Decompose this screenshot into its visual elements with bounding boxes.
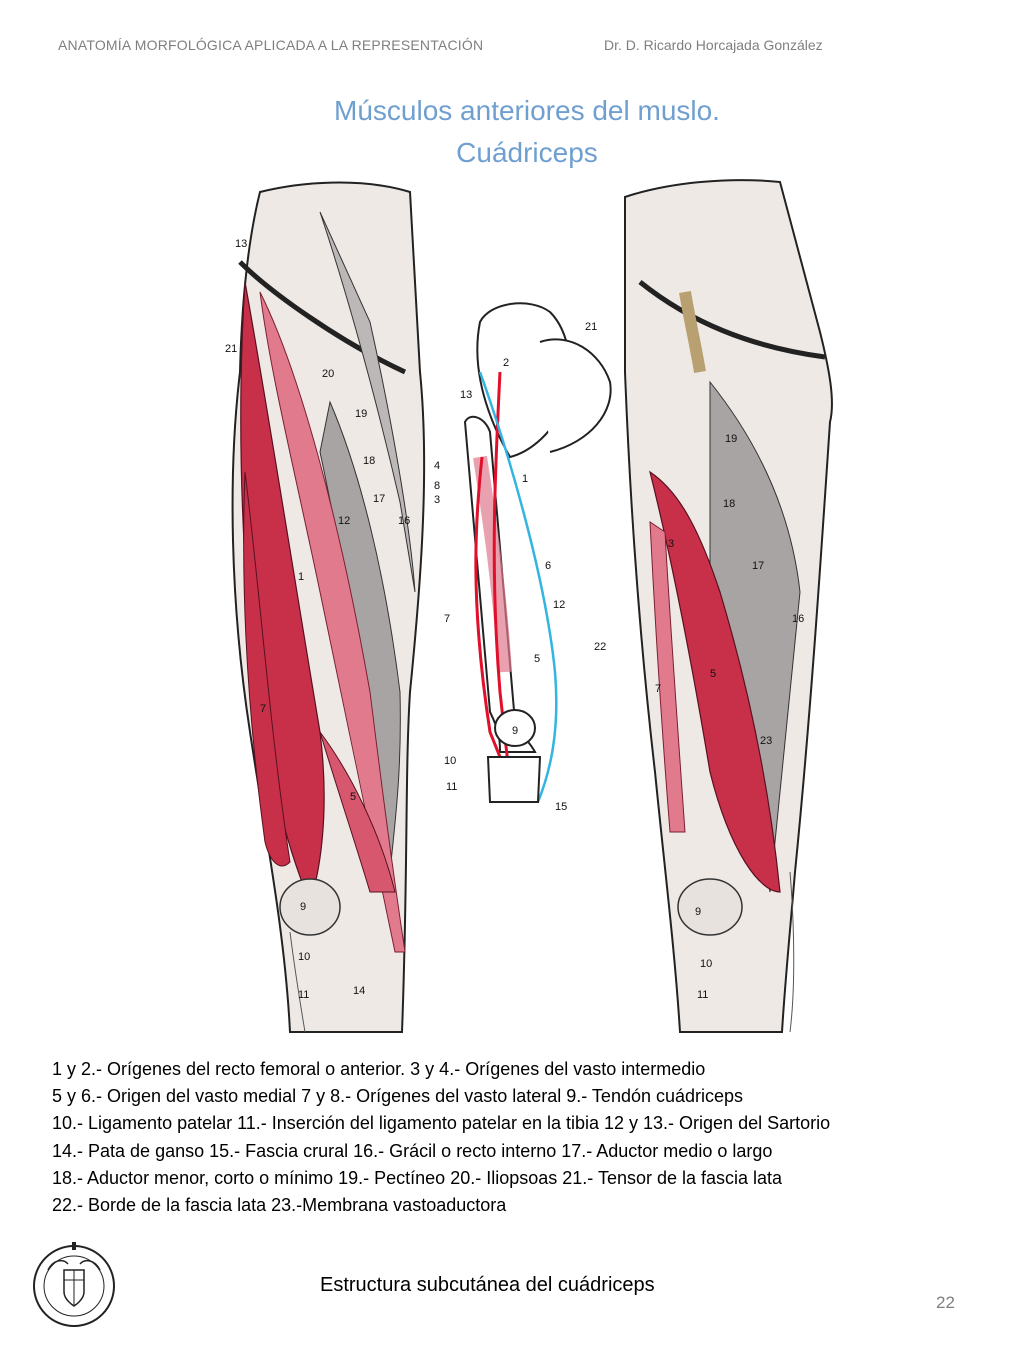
slide-caption: Estructura subcutánea del cuádriceps xyxy=(320,1274,655,1296)
label-left-14: 14 xyxy=(353,985,365,997)
femur-origin-diagram xyxy=(463,302,612,803)
label-right-11: 11 xyxy=(697,989,708,1001)
label-left-9: 7 xyxy=(260,703,266,715)
page-title: Músculos anteriores del muslo. Cuádricep… xyxy=(0,90,1024,174)
label-right-4: 16 xyxy=(792,613,804,625)
label-left-2: 20 xyxy=(322,368,334,380)
label-left-10: 5 xyxy=(350,791,356,803)
legend-line: 22.- Borde de la fascia lata 23.-Membran… xyxy=(52,1195,507,1216)
label-left-6: 12 xyxy=(338,515,350,527)
legend-line: 14.- Pata de ganso 15.- Fascia crural 16… xyxy=(52,1140,773,1161)
label-center-1: 2 xyxy=(503,357,509,369)
title-line-1: Músculos anteriores del muslo. xyxy=(334,95,720,126)
label-center-0: 21 xyxy=(585,321,597,333)
header-author: Dr. D. Ricardo Horcajada González xyxy=(604,37,823,53)
label-center-14: 15 xyxy=(555,801,567,813)
label-center-13: 11 xyxy=(446,781,457,793)
legend-line: 1 y 2.- Orígenes del recto femoral o ant… xyxy=(52,1059,706,1079)
label-left-7: 16 xyxy=(398,515,410,527)
label-center-9: 7 xyxy=(444,613,450,625)
label-right-0: 19 xyxy=(725,433,737,445)
right-thigh-illustration xyxy=(624,179,833,1033)
label-center-6: 3 xyxy=(434,494,440,506)
label-left-0: 13 xyxy=(235,238,247,250)
label-left-11: 9 xyxy=(300,901,306,913)
university-seal-icon xyxy=(33,1242,115,1327)
label-center-12: 10 xyxy=(444,755,456,767)
label-center-7: 6 xyxy=(545,560,551,572)
page-number: 22 xyxy=(936,1293,955,1312)
label-center-5: 8 xyxy=(434,480,440,492)
legend-line: 18.- Aductor menor, corto o mínimo 19.- … xyxy=(52,1167,783,1188)
label-right-5: 22 xyxy=(594,641,606,653)
label-right-10: 10 xyxy=(700,958,712,970)
label-left-1: 21 xyxy=(225,343,237,355)
label-right-6: 7 xyxy=(655,683,661,695)
left-thigh-illustration xyxy=(231,181,426,1033)
label-center-10: 5 xyxy=(534,653,540,665)
header-course: ANATOMÍA MORFOLÓGICA APLICADA A LA REPRE… xyxy=(58,37,484,53)
label-center-4: 4 xyxy=(434,460,440,472)
anatomy-figure: 13 21 20 19 18 17 12 16 1 7 5 9 10 11 14… xyxy=(225,179,833,1033)
label-left-5: 17 xyxy=(373,493,385,505)
label-center-2: 13 xyxy=(460,389,472,401)
label-right-3: 17 xyxy=(752,560,764,572)
figure-legend: 1 y 2.- Orígenes del recto femoral o ant… xyxy=(52,1056,992,1219)
label-right-8: 23 xyxy=(760,735,772,747)
label-center-8: 12 xyxy=(553,599,565,611)
label-left-4: 18 xyxy=(363,455,375,467)
title-line-2: Cuádriceps xyxy=(456,137,598,168)
legend-line: 10.- Ligamento patelar 11.- Inserción de… xyxy=(52,1113,831,1134)
legend-line: 5 y 6.- Origen del vasto medial 7 y 8.- … xyxy=(52,1086,744,1107)
label-right-9: 9 xyxy=(695,906,701,918)
label-center-11: 9 xyxy=(512,725,518,737)
label-left-3: 19 xyxy=(355,408,367,420)
label-left-12: 10 xyxy=(298,951,310,963)
label-left-13: 11 xyxy=(298,989,309,1001)
label-right-2: 3 xyxy=(668,538,674,550)
label-right-1: 18 xyxy=(723,498,735,510)
label-right-7: 5 xyxy=(710,668,716,680)
label-left-8: 1 xyxy=(298,571,304,583)
label-center-3: 1 xyxy=(522,473,528,485)
